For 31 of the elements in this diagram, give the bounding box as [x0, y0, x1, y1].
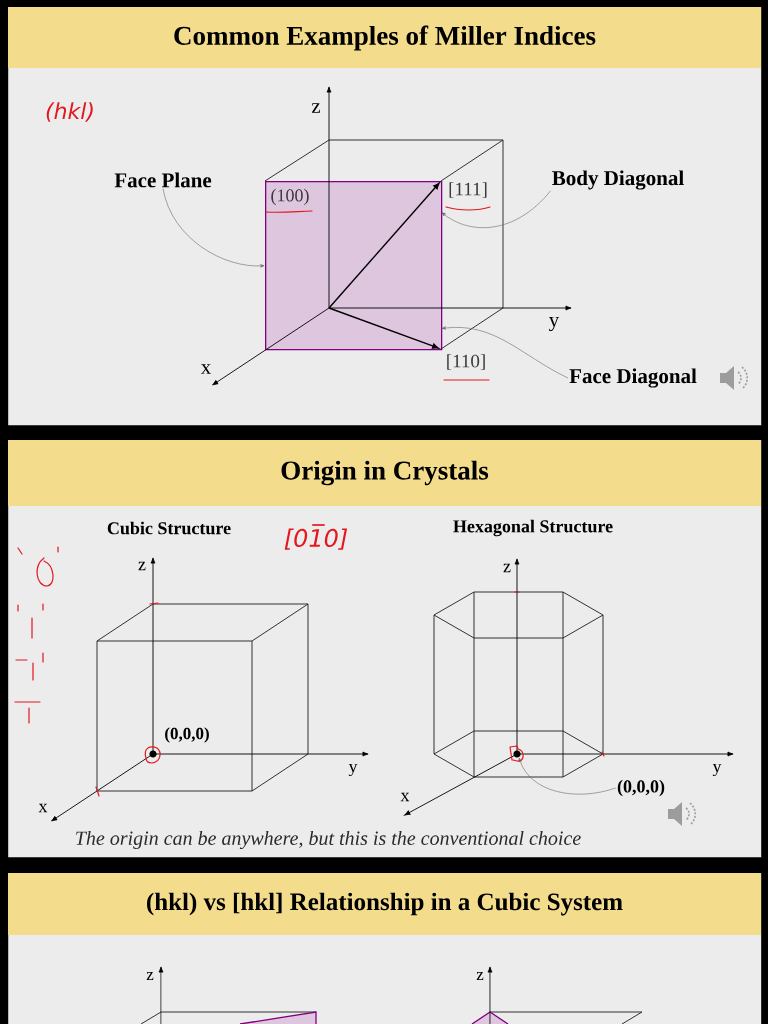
axis-label: z	[503, 563, 511, 573]
slide-header: (hkl) vs [hkl] Relationship in a Cubic System	[8, 873, 761, 935]
index-label: [111]	[449, 182, 487, 198]
caption: The origin can be anywhere, but this is the conventional choice	[76, 830, 581, 850]
axis-label: x	[38, 803, 48, 813]
subheading: Cubic Structure	[107, 521, 231, 535]
callout-label: Face Plane	[114, 172, 212, 188]
axis-label: z	[146, 972, 154, 980]
index-label: [110]	[447, 354, 485, 370]
axis-label: x	[400, 792, 410, 802]
callout-label: Face Diagonal	[569, 368, 697, 388]
leader-line	[518, 757, 617, 795]
handwritten-note: (hkl)	[46, 102, 93, 122]
leader-line	[162, 188, 265, 268]
handwritten-note: [01̅0]	[284, 524, 348, 550]
axis-label: y	[348, 763, 358, 777]
axis-label: z	[311, 103, 321, 113]
callout-label: Body Diagonal	[552, 170, 684, 190]
slide-header: Origin in Crystals	[8, 440, 761, 506]
face-plane: (100)	[265, 181, 443, 351]
coordinate-label: (0,0,0)	[617, 779, 665, 797]
coordinate-label: (0,0,0)	[165, 727, 209, 743]
axis-label: y	[549, 316, 560, 332]
leader-line	[441, 190, 551, 228]
axis-label: z	[476, 972, 484, 980]
subheading: Hexagonal Structure	[453, 519, 613, 537]
axis-label: y	[712, 763, 722, 777]
axis-label: x	[200, 364, 211, 374]
slide-header: Common Examples of Miller Indices	[8, 7, 761, 68]
axis-label: z	[138, 561, 146, 571]
leader-line	[441, 326, 569, 379]
